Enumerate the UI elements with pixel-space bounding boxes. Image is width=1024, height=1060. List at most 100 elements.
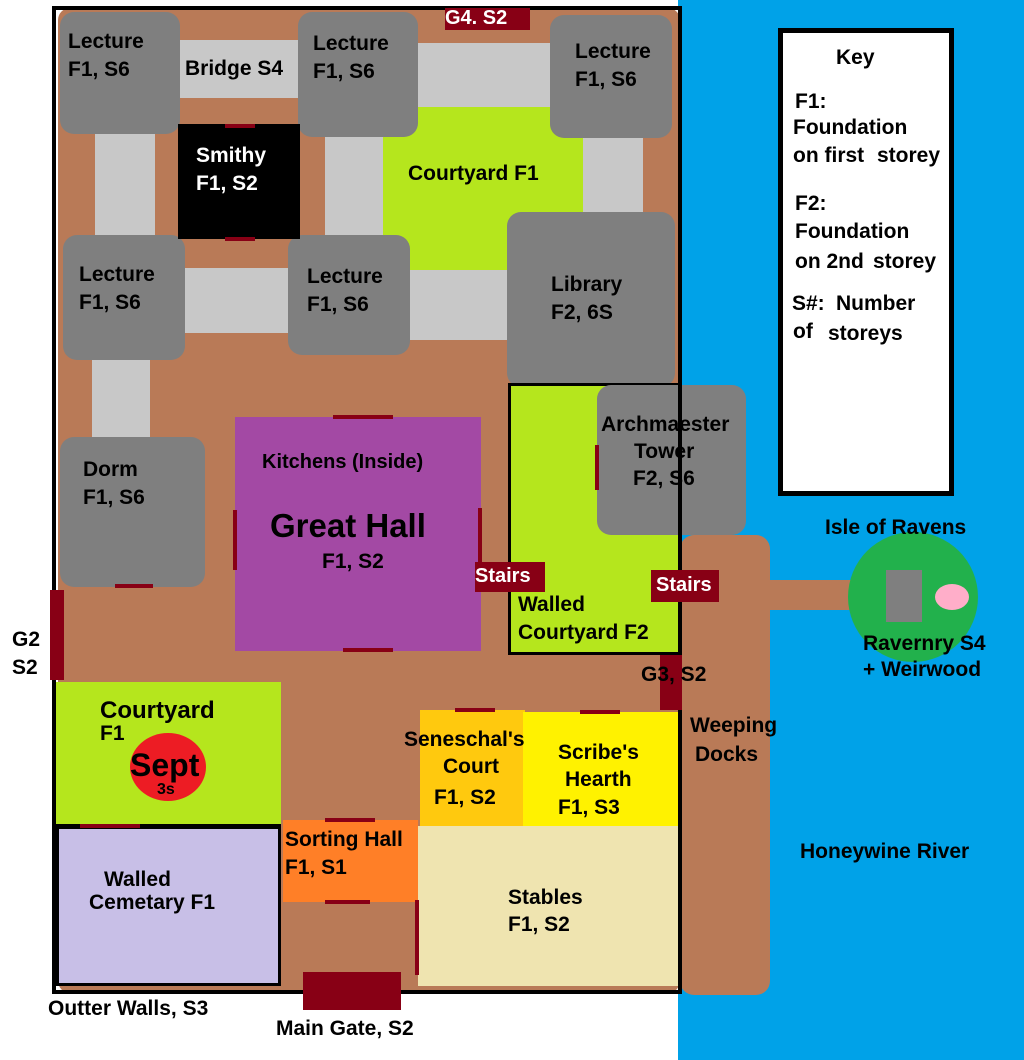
outer-wall <box>52 6 682 10</box>
door <box>343 648 393 652</box>
key-f1-desc: storey <box>877 144 941 167</box>
weeping-docks-area <box>680 535 770 995</box>
library-info: F2, 6S <box>551 301 613 324</box>
scribe-name: Scribe's <box>558 741 639 764</box>
main-gate <box>303 972 401 1010</box>
seneschal-name: Seneschal's <box>404 728 525 751</box>
key-f2-desc: Foundation <box>795 220 910 243</box>
key-s-desc: storeys <box>828 322 903 345</box>
bridge-walkway <box>178 40 300 98</box>
stairs-label: Stairs <box>656 574 712 596</box>
lecture-n-name: Lecture <box>313 32 389 55</box>
lecture-nw-info: F1, S6 <box>68 58 130 81</box>
stables-name: Stables <box>508 886 583 909</box>
bridge-label: Bridge S4 <box>185 57 284 80</box>
key-f1-desc: on first <box>793 144 865 167</box>
archmaester-tower <box>597 385 746 535</box>
outer-wall <box>678 6 682 994</box>
lecture-w-name: Lecture <box>79 263 155 286</box>
key-f1-code: F1: <box>795 90 827 113</box>
lecture-tower-n <box>298 12 418 137</box>
smithy-name: Smithy <box>196 144 267 167</box>
door <box>455 708 495 712</box>
lecture-tower-c <box>288 235 410 355</box>
weirwood-tree <box>935 584 969 610</box>
stairs-door <box>651 570 719 602</box>
lecture-tower-nw <box>60 12 180 134</box>
door <box>325 818 375 822</box>
sorting-hall-name: Sorting Hall <box>285 828 403 851</box>
river-label: Honeywine River <box>800 840 970 863</box>
gate-g4 <box>445 8 530 30</box>
lecture-nw-name: Lecture <box>68 30 144 53</box>
bridge-walkway <box>95 130 155 240</box>
walled-courtyard-name: Walled <box>518 593 585 616</box>
gate-g3-label: G3, S2 <box>641 663 707 686</box>
lecture-w-info: F1, S6 <box>79 291 141 314</box>
gate-g2-label: S2 <box>12 656 38 679</box>
stables-info: F1, S2 <box>508 913 570 936</box>
weeping-docks-label: Docks <box>695 743 759 766</box>
lecture-ne-name: Lecture <box>575 40 651 63</box>
gate-g4-label: G4. S2 <box>445 7 508 29</box>
sept <box>130 733 206 801</box>
key-f1-desc: Foundation <box>793 116 908 139</box>
seneschal-info: F1, S2 <box>434 786 496 809</box>
door <box>415 900 419 975</box>
door <box>595 445 599 490</box>
scribe-info: F1, S3 <box>558 796 620 819</box>
gate-g2 <box>50 590 64 680</box>
gate-g2-label: G2 <box>12 628 41 651</box>
seneschals-court <box>420 710 525 828</box>
ravenry-tower <box>886 570 922 622</box>
door <box>80 824 140 828</box>
great-hall-name: Great Hall <box>270 507 426 544</box>
stairs-door <box>475 562 545 592</box>
kitchens-label: Kitchens (Inside) <box>262 451 424 473</box>
key-f2-desc: storey <box>873 250 937 273</box>
bridge-walkway <box>415 43 555 110</box>
outer-walls-label: Outter Walls, S3 <box>48 997 209 1020</box>
key-s-of: of <box>793 320 813 343</box>
outer-wall <box>52 6 56 994</box>
dorm <box>60 437 205 587</box>
isle-label: Isle of Ravens <box>825 516 967 539</box>
ravenry-label: Ravernry S4 <box>863 632 986 655</box>
lecture-tower-w <box>63 235 185 360</box>
key-s-code: S#: <box>792 292 825 315</box>
archmaester-name: Tower <box>634 440 695 463</box>
archmaester-name: Archmaester <box>601 413 730 436</box>
seneschal-name: Court <box>443 755 499 778</box>
courtyard-sw-info: F1 <box>100 722 125 745</box>
main-gate-label: Main Gate, S2 <box>276 1017 414 1040</box>
map-key <box>778 28 954 496</box>
great-hall <box>235 417 481 651</box>
smithy <box>178 124 300 239</box>
lecture-ne-info: F1, S6 <box>575 68 637 91</box>
walled-cemetery <box>56 826 281 986</box>
door <box>580 710 620 714</box>
door <box>325 900 370 904</box>
archmaester-info: F2, S6 <box>633 467 695 490</box>
cemetery-name: Cemetary F1 <box>89 891 216 914</box>
bridge-walkway <box>180 268 292 333</box>
bridge-walkway <box>92 355 150 445</box>
sept-name: Sept <box>130 747 200 783</box>
door <box>233 510 237 570</box>
gate-g3 <box>660 655 682 710</box>
lecture-n-info: F1, S6 <box>313 60 375 83</box>
door <box>478 508 482 563</box>
door <box>225 237 255 241</box>
library-name: Library <box>551 273 623 296</box>
great-hall-info: F1, S2 <box>322 550 384 573</box>
door <box>115 584 153 588</box>
bridge-walkway <box>325 130 385 242</box>
cemetery-name: Walled <box>104 868 171 891</box>
scribe-name: Hearth <box>565 768 632 791</box>
key-f2-desc: on 2nd <box>795 250 864 273</box>
ravenry-walkway <box>760 580 860 610</box>
bridge-walkway <box>578 133 643 218</box>
door <box>333 415 393 419</box>
ravenry-label: + Weirwood <box>863 658 982 681</box>
scribes-hearth <box>523 712 678 828</box>
